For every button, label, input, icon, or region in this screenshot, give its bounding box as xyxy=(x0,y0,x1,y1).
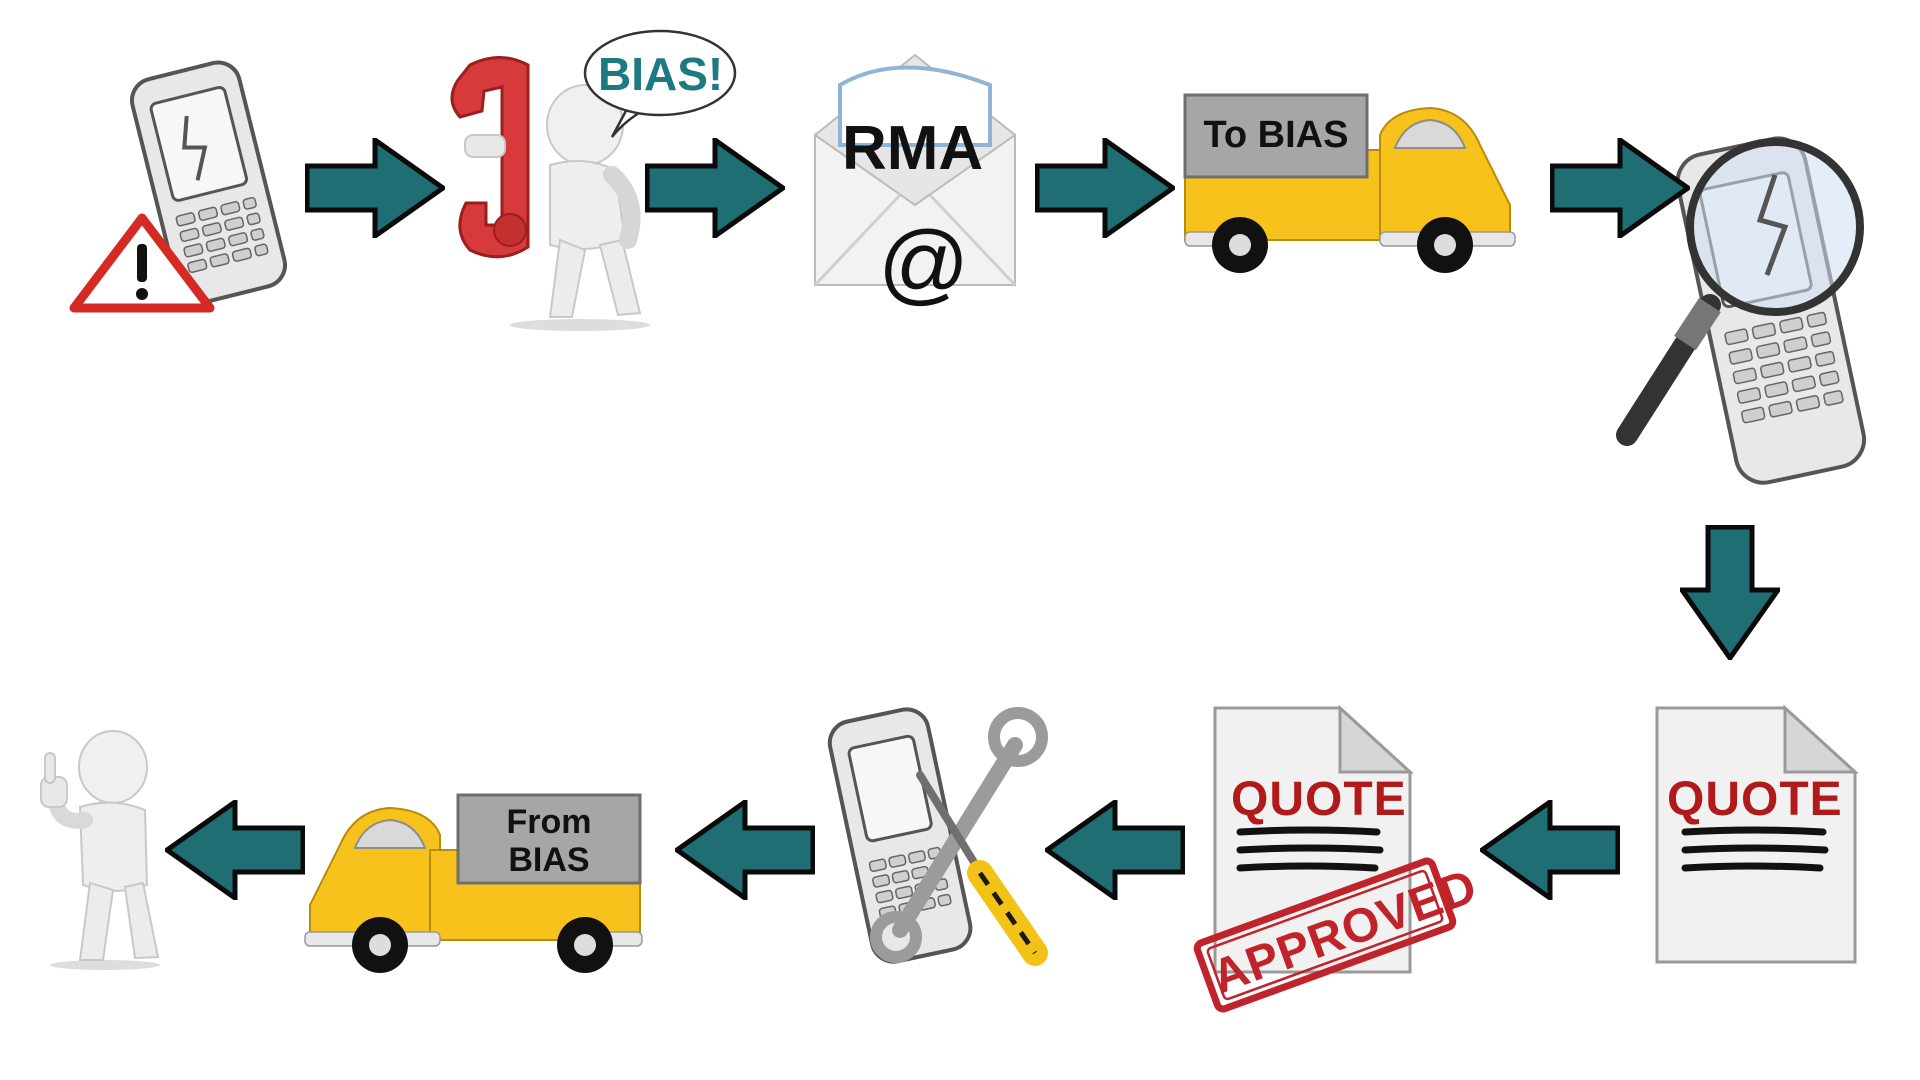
step-ship-from-bias: From BIAS xyxy=(300,790,650,980)
arrow-left-1 xyxy=(1480,800,1620,900)
quote-document-icon xyxy=(1655,704,1859,964)
approved-quote-icon xyxy=(1193,704,1457,1013)
step-quote-approved: QUOTE APPROVED xyxy=(1185,700,1484,1020)
arrow-left-3 xyxy=(675,800,815,900)
step-faulty-device xyxy=(60,50,290,315)
step-inspection xyxy=(1615,135,1905,490)
arrow-left-2 xyxy=(1045,800,1185,900)
thumbs-up-figure-icon xyxy=(40,730,160,970)
rma-label: RMA xyxy=(842,114,984,183)
arrow-right-1 xyxy=(305,138,445,238)
step-ship-to-bias: To BIAS xyxy=(1180,90,1520,280)
arrow-left-4 xyxy=(165,800,305,900)
step-quote: QUOTE xyxy=(1645,700,1865,970)
step-happy-customer xyxy=(35,725,170,970)
from-bias-line2: BIAS xyxy=(508,841,590,879)
arrow-down xyxy=(1680,525,1780,660)
email-at-symbol: @ xyxy=(878,214,970,314)
faulty-device-warning-icon xyxy=(69,60,288,313)
arrow-right-4 xyxy=(1550,138,1690,238)
step-rma-email: RMA @ xyxy=(810,45,1020,315)
quote-label: QUOTE xyxy=(1667,773,1843,826)
phone-call-figure-icon xyxy=(450,29,737,331)
repair-tools-icon xyxy=(827,707,1048,966)
return-truck-icon xyxy=(304,793,643,973)
rma-email-envelope-icon xyxy=(813,53,1017,287)
magnifier-inspection-icon xyxy=(1616,136,1867,485)
arrow-right-2 xyxy=(645,138,785,238)
step-call-bias: BIAS! xyxy=(440,25,740,331)
step-repair xyxy=(820,705,1070,970)
approved-quote-label: QUOTE xyxy=(1231,773,1407,826)
arrow-right-3 xyxy=(1035,138,1175,238)
shipping-truck-icon xyxy=(1183,93,1516,273)
from-bias-line1: From xyxy=(506,803,592,841)
speech-bubble-text: BIAS! xyxy=(598,48,724,100)
to-bias-label: To BIAS xyxy=(1203,114,1349,156)
